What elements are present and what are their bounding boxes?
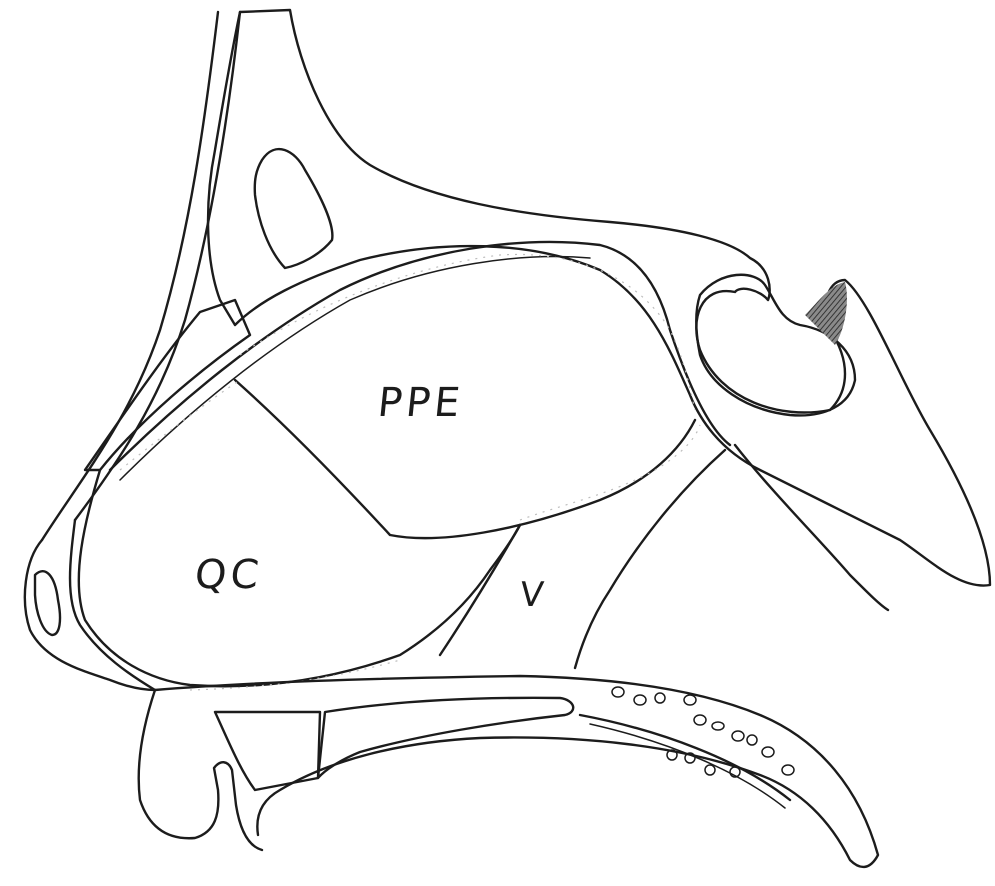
vomer-line-back bbox=[575, 450, 725, 668]
sphenoid-dense-region bbox=[805, 282, 847, 345]
palatal-glands bbox=[612, 687, 794, 777]
frontal-sinus bbox=[255, 149, 333, 268]
cribriform-inner-line bbox=[110, 242, 730, 470]
vomer-faint bbox=[520, 425, 700, 520]
nostril bbox=[35, 571, 60, 635]
ppe-region bbox=[235, 380, 695, 538]
cribriform-inner-line-2 bbox=[120, 257, 590, 480]
nasal-dorsum-outer bbox=[42, 12, 218, 540]
label-qc: QC bbox=[193, 552, 265, 598]
qc-region bbox=[79, 470, 520, 686]
label-ppe: PPE bbox=[376, 380, 466, 426]
label-v: V bbox=[518, 575, 549, 615]
ppe-faint-edge bbox=[240, 254, 695, 410]
palate-outline bbox=[155, 676, 878, 867]
vomer-line-front bbox=[440, 525, 520, 655]
